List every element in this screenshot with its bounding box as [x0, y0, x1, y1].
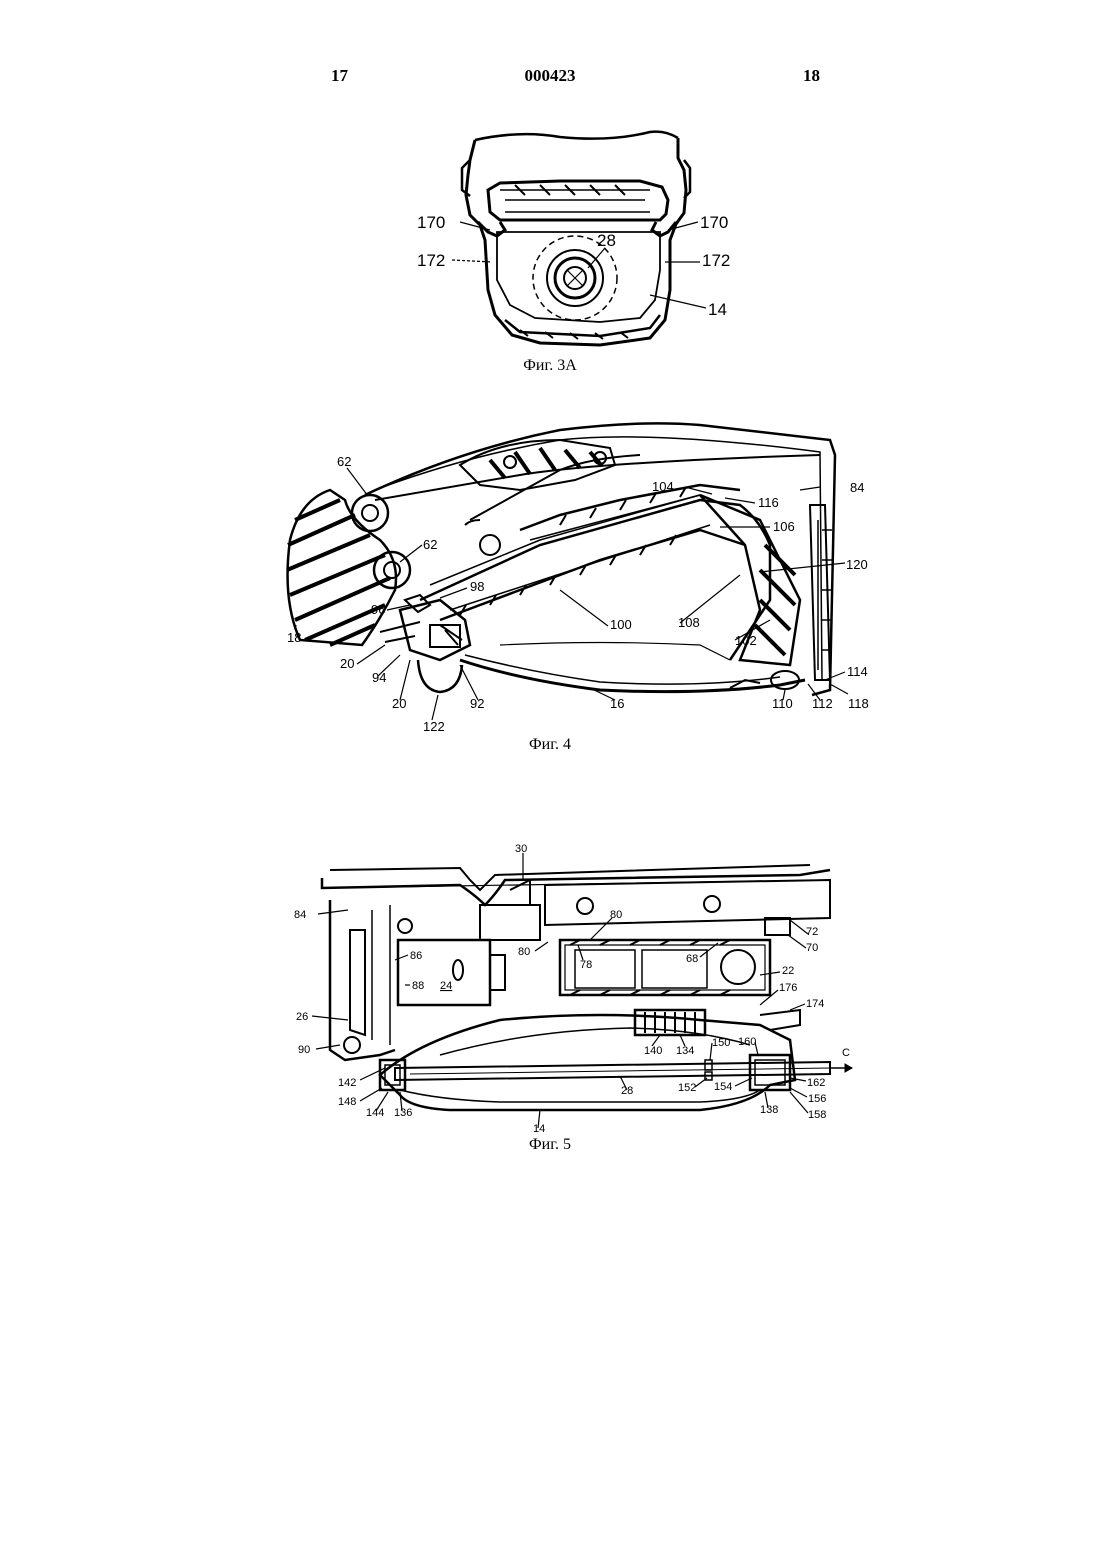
fig5-label: 154 [714, 1081, 732, 1093]
fig5-label: 156 [808, 1093, 826, 1105]
fig5-label: 134 [676, 1045, 694, 1057]
fig5-label: 78 [580, 959, 592, 971]
fig5-label: 144 [366, 1107, 384, 1119]
fig5-label: 86 [410, 950, 422, 962]
fig5-label: 80 [610, 909, 622, 921]
figure-5: 30 84 80 72 70 80 78 68 86 22 88 24 176 … [0, 0, 1100, 1160]
fig5-label: 26 [296, 1011, 308, 1023]
fig5-label: 142 [338, 1077, 356, 1089]
fig5-label: 90 [298, 1044, 310, 1056]
fig5-label: 148 [338, 1096, 356, 1108]
figure-5-drawing: 30 84 80 72 70 80 78 68 86 22 88 24 176 … [0, 0, 1100, 1160]
fig5-label: 150 [712, 1037, 730, 1049]
fig5-label: 152 [678, 1082, 696, 1094]
figure-5-caption: Фиг. 5 [0, 1136, 1100, 1154]
fig5-label: 140 [644, 1045, 662, 1057]
fig5-label: 136 [394, 1107, 412, 1119]
fig5-label: 84 [294, 909, 306, 921]
fig5-label: 14 [533, 1123, 545, 1135]
fig5-label: 72 [806, 926, 818, 938]
fig5-label: 28 [621, 1085, 633, 1097]
fig5-label: 22 [782, 965, 794, 977]
fig5-label: 24 [440, 980, 452, 992]
fig5-label: 176 [779, 982, 797, 994]
fig5-label: 174 [806, 998, 824, 1010]
fig5-label: 160 [738, 1036, 756, 1048]
fig5-label: 30 [515, 843, 527, 855]
fig5-label: 138 [760, 1104, 778, 1116]
fig5-label: 158 [808, 1109, 826, 1121]
fig5-label: 88 [412, 980, 424, 992]
fig5-label: 80 [518, 946, 530, 958]
fig5-label: C [842, 1047, 850, 1059]
fig5-label: 68 [686, 953, 698, 965]
fig5-label: 162 [807, 1077, 825, 1089]
fig5-label: 70 [806, 942, 818, 954]
